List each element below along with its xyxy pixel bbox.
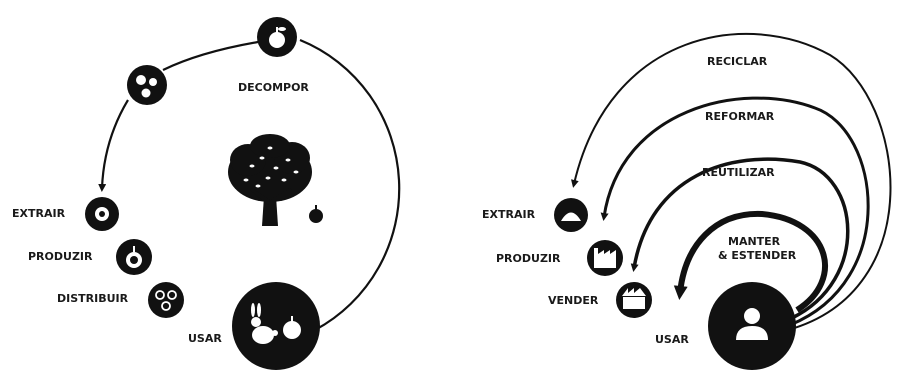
rabbit-apple-icon <box>251 303 301 344</box>
extract-node-circular <box>554 198 588 232</box>
extract-label: EXTRAIR <box>12 207 66 220</box>
apple-icon <box>269 27 286 48</box>
recycle-arc <box>571 32 892 331</box>
produce-node <box>116 239 152 275</box>
produce-node-circular <box>587 240 623 276</box>
cycle-arc-top-left <box>162 40 259 71</box>
use-label: USAR <box>188 332 222 345</box>
seeds-icon <box>136 75 157 98</box>
distribute-label: DISTRIBUIR <box>57 292 129 305</box>
recycle-label: RECICLAR <box>707 55 768 68</box>
produce-label: PRODUZIR <box>28 250 93 263</box>
seeds-node <box>127 65 167 105</box>
extract-node <box>85 197 119 231</box>
decompose-node <box>257 17 297 57</box>
apples-icon <box>155 290 177 311</box>
reuse-arc <box>630 157 850 320</box>
use-node <box>232 282 320 370</box>
natural-cycle-diagram: DECOMPOR <box>12 17 401 370</box>
sell-node <box>616 282 652 318</box>
factory-icon <box>594 248 616 268</box>
sell-label: VENDER <box>548 294 599 307</box>
apple-bite-icon <box>126 246 142 268</box>
tree-icon <box>228 134 323 226</box>
store-icon <box>622 288 646 309</box>
cycle-arc-right <box>299 38 401 331</box>
distribute-node <box>148 282 184 318</box>
maintain-arc <box>673 210 828 313</box>
reuse-label: REUTILIZAR <box>702 166 775 179</box>
remake-arc <box>600 96 870 327</box>
mound-icon <box>561 212 581 221</box>
use-node-circular <box>708 282 796 370</box>
maintain-label-line2: & ESTENDER <box>718 249 797 262</box>
use-label-circular: USAR <box>655 333 689 346</box>
maintain-label-line1: MANTER <box>728 235 781 248</box>
remake-label: REFORMAR <box>705 110 775 123</box>
circular-economy-diagram: RECICLAR REFORMAR REUTILIZAR MANTER & ES… <box>482 32 892 370</box>
cycle-arc-left <box>98 99 129 192</box>
produce-label-circular: PRODUZIR <box>496 252 561 265</box>
decompose-label: DECOMPOR <box>238 81 309 94</box>
person-icon <box>736 308 768 340</box>
extract-label-circular: EXTRAIR <box>482 208 536 221</box>
